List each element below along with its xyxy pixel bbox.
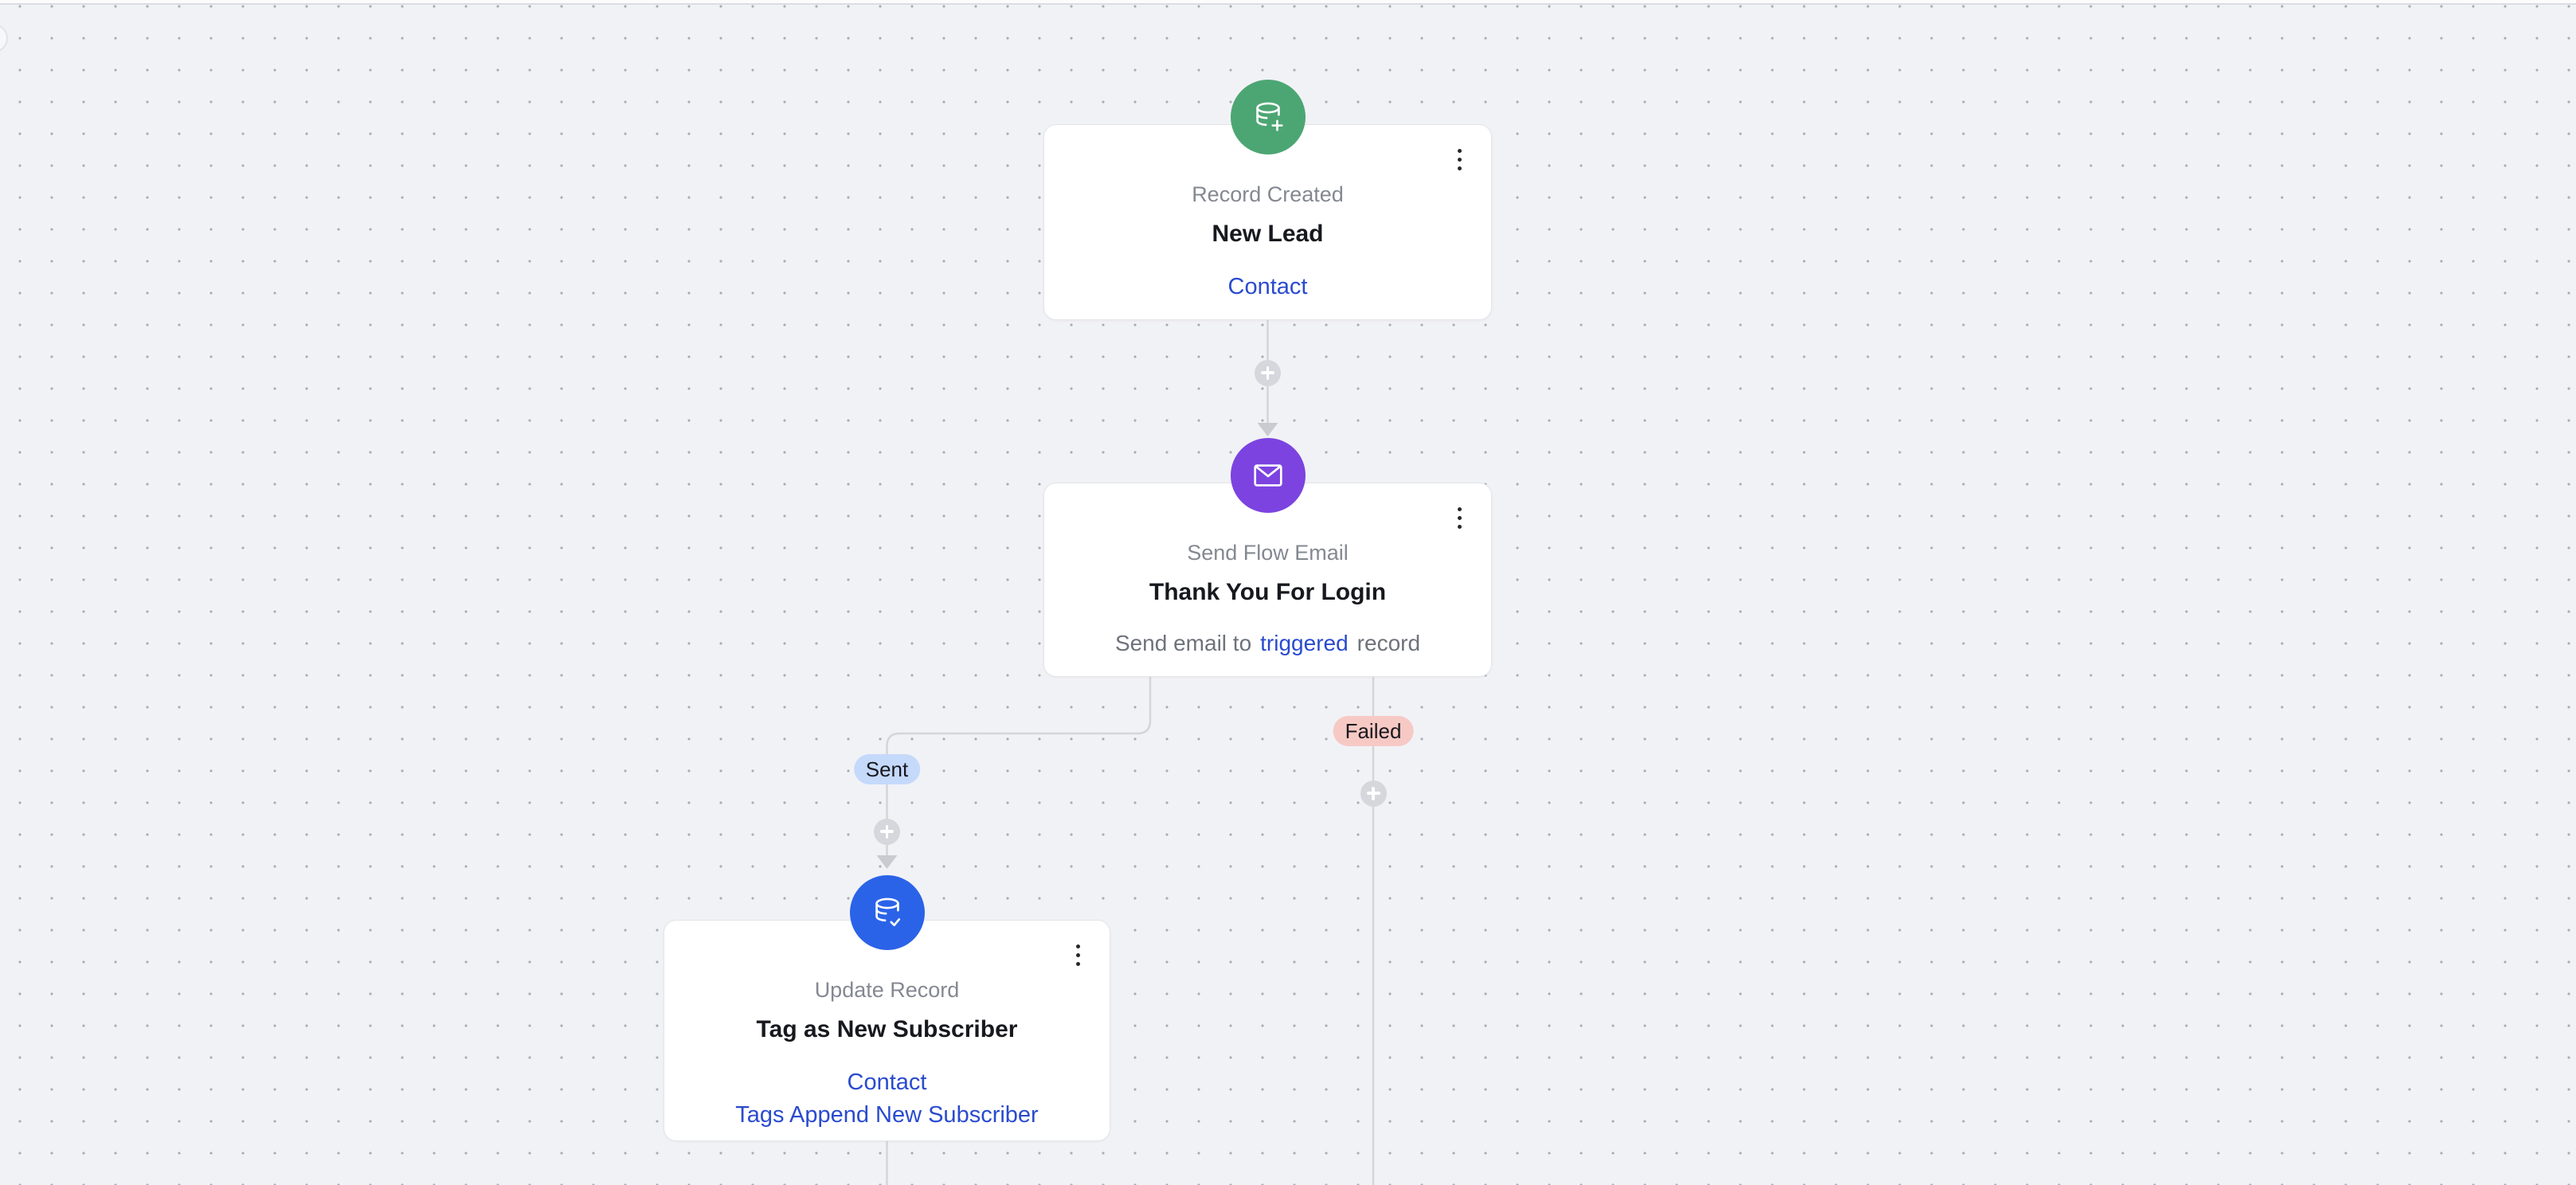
node-type-label: Update Record [814, 978, 960, 1002]
top-border [0, 0, 2576, 5]
node-menu-button[interactable] [1073, 943, 1082, 968]
node-link-contact[interactable]: Contact [847, 1070, 927, 1095]
node-card-record-created[interactable]: Record Created New Lead Contact [1043, 80, 1492, 320]
node-detail: Send email to triggered record [1044, 631, 1491, 656]
add-step-button[interactable] [1360, 780, 1387, 807]
envelope-icon [1230, 438, 1306, 513]
node-card-update-record[interactable]: Update Record Tag as New Subscriber Cont… [664, 875, 1110, 1141]
node-title: New Lead [1212, 221, 1324, 247]
node-link-contact[interactable]: Contact [1227, 274, 1308, 299]
node-type-label: Send Flow Email [1187, 541, 1349, 565]
node-link-tags-append[interactable]: Tags Append New Subscriber [735, 1102, 1039, 1128]
database-plus-icon [1230, 80, 1306, 154]
node-menu-button[interactable] [1454, 506, 1464, 530]
edge-sent-branch [886, 677, 1152, 857]
node-links: Contact Tags Append New Subscriber [664, 1066, 1110, 1132]
arrowhead-icon [876, 855, 898, 869]
edge-label-failed: Failed [1333, 716, 1414, 746]
node-card-send-flow-email[interactable]: Send Flow Email Thank You For Login Send… [1043, 438, 1492, 677]
detail-prefix: Send email to [1114, 631, 1252, 655]
arrowhead-icon [1257, 423, 1278, 436]
node-menu-button[interactable] [1454, 147, 1464, 172]
node-type-label: Record Created [1192, 182, 1344, 206]
add-step-button[interactable] [874, 818, 900, 845]
edge-label-sent: Sent [853, 754, 921, 784]
node-title: Tag as New Subscriber [756, 1016, 1018, 1042]
node-links: Contact [1044, 271, 1491, 303]
detail-suffix: record [1357, 631, 1421, 655]
database-check-icon [849, 875, 925, 950]
detail-variable-chip[interactable]: triggered [1260, 631, 1349, 655]
node-title: Thank You For Login [1149, 579, 1387, 605]
add-step-button[interactable] [1255, 359, 1281, 386]
